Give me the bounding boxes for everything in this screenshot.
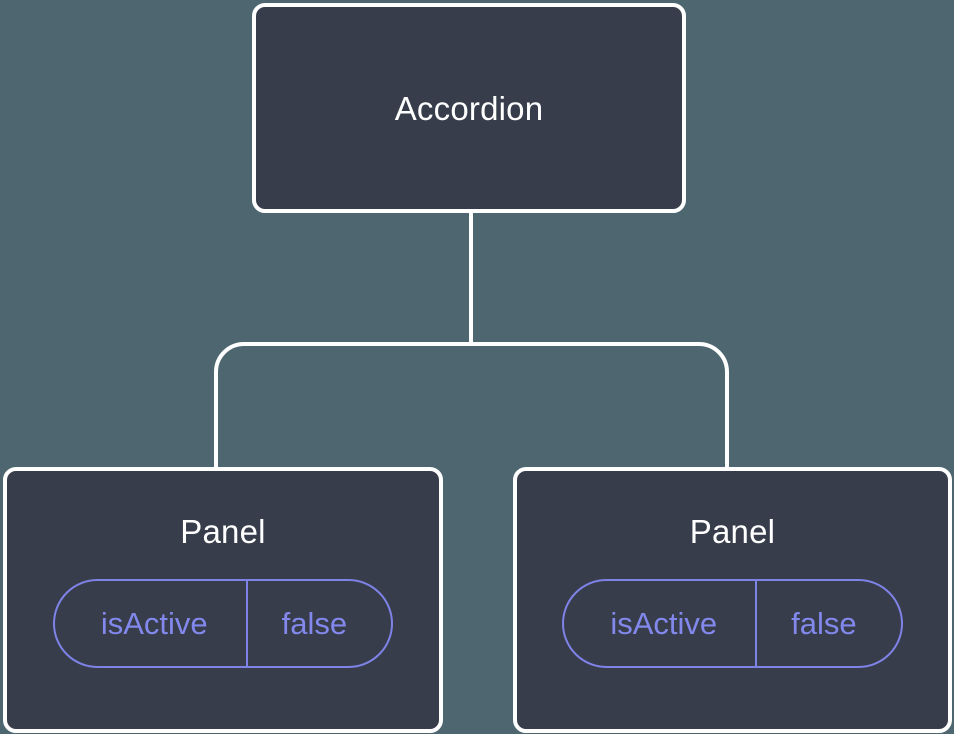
prop-key: isActive [100, 606, 208, 641]
node-accordion[interactable]: Accordion [252, 3, 686, 213]
prop-value: false [755, 581, 900, 666]
prop-badge[interactable]: isActive false [562, 579, 903, 668]
prop-value: false [245, 581, 391, 666]
prop-badge[interactable]: isActive false [52, 579, 394, 668]
node-panel[interactable]: Panel isActive false [513, 467, 952, 733]
node-panel-label: Panel [180, 513, 266, 550]
node-panel[interactable]: Panel isActive false [3, 467, 443, 733]
prop-key: isActive [610, 606, 718, 641]
edge-to-panel-1 [471, 342, 729, 469]
node-accordion-label: Accordion [394, 89, 544, 127]
node-panel-label: Panel [689, 513, 776, 550]
edge-to-panel-0 [214, 342, 471, 469]
